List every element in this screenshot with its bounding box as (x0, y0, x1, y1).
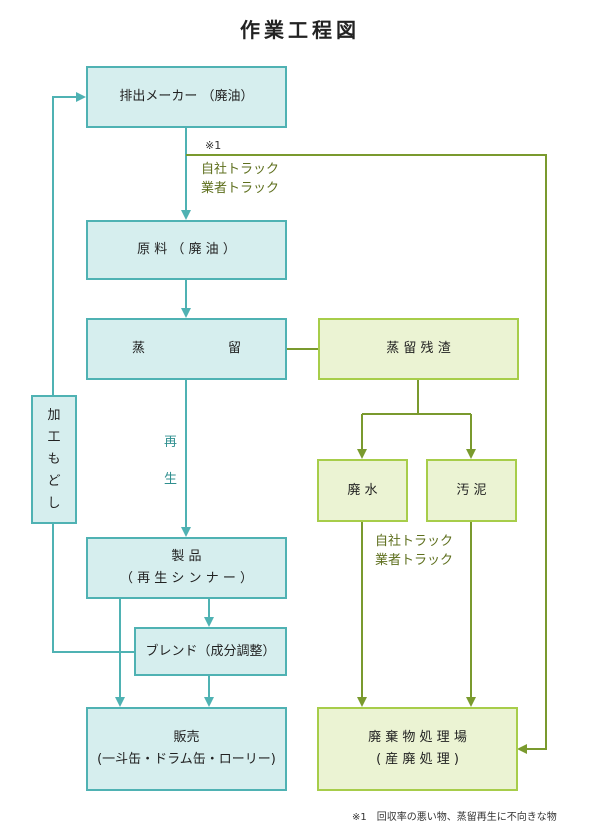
sales-label-line2: (一斗缶・ドラム缶・ローリー) (97, 752, 276, 767)
footnote: ※1 回収率の悪い物、蒸留再生に不向きな物 (352, 812, 557, 823)
arrow-rework-loop (52, 92, 134, 653)
truck-own-label-1: 自社トラック (201, 162, 280, 177)
distillation-label-left: 蒸 (132, 341, 146, 356)
truck-contract-label-1: 業者トラック (201, 181, 280, 196)
product-label-line2: （ 再 生 シ ン ナ ー ） (120, 571, 253, 586)
rework-box: 加 工 も ど し (31, 395, 77, 524)
rework-char-4: ど (47, 473, 61, 489)
regen-label-1: 再 (164, 435, 178, 450)
sludge-box: 汚 泥 (426, 459, 517, 522)
distillation-label-right: 留 (227, 341, 241, 356)
discharger-label: 排出メーカー （廃油） (119, 89, 254, 104)
sludge-label: 汚 泥 (456, 482, 487, 498)
rework-char-1: 加 (47, 407, 61, 423)
note-mark-label: ※1 (205, 139, 222, 152)
truck-own-label-2: 自社トラック (375, 534, 454, 549)
waste-water-box: 廃 水 (317, 459, 408, 522)
rework-char-2: 工 (47, 429, 61, 445)
sales-label-line1: 販売 (173, 730, 200, 745)
discharger-box: 排出メーカー （廃油） (86, 66, 287, 128)
blend-label: ブレンド（成分調整） (145, 643, 276, 659)
residue-label: 蒸 留 残 渣 (386, 341, 451, 356)
rework-char-5: し (47, 495, 61, 511)
disposal-label-line1: 廃 棄 物 処 理 場 (368, 730, 467, 745)
residue-box: 蒸 留 残 渣 (318, 318, 519, 380)
disposal-label-line2: ( 産 廃 処 理 ) (376, 752, 459, 767)
rework-char-3: も (47, 451, 61, 467)
product-label-line1: 製 品 (171, 549, 202, 564)
raw-material-box: 原 料 （ 廃 油 ） (86, 220, 287, 280)
sales-box: 販売 (一斗缶・ドラム缶・ローリー) (86, 707, 287, 791)
arrow-direct-to-disposal (186, 154, 547, 754)
product-box: 製 品 （ 再 生 シ ン ナ ー ） (86, 537, 287, 599)
disposal-box: 廃 棄 物 処 理 場 ( 産 廃 処 理 ) (317, 707, 518, 791)
truck-contract-label-2: 業者トラック (375, 553, 454, 568)
raw-material-label: 原 料 （ 廃 油 ） (137, 242, 236, 257)
waste-water-label: 廃 水 (347, 482, 378, 498)
regen-label-2: 生 (164, 472, 178, 487)
distillation-box: 蒸 留 (86, 318, 287, 380)
page-title: 作業工程図 (240, 18, 360, 42)
blend-box: ブレンド（成分調整） (134, 627, 287, 676)
